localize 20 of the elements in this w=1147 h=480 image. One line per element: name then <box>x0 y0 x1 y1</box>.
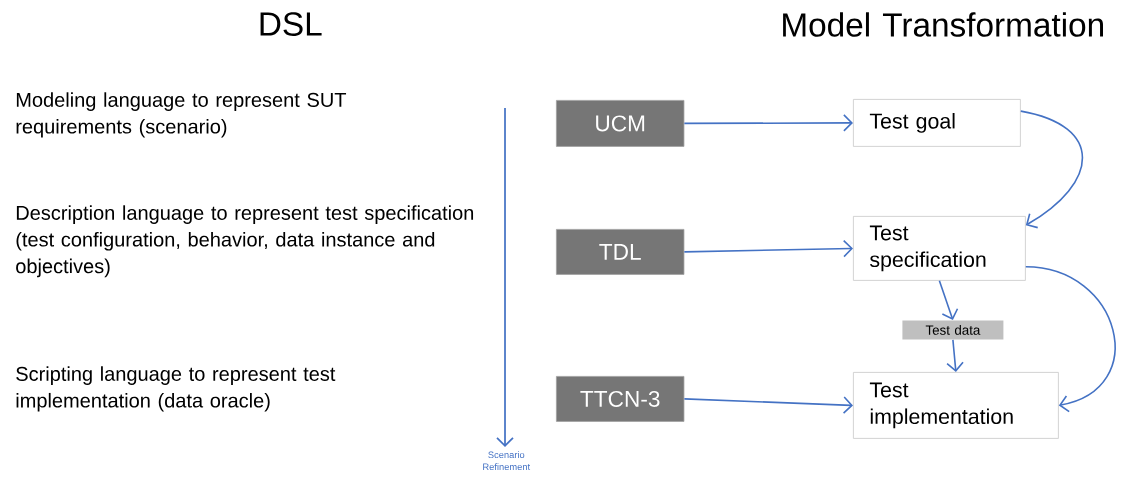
column-heading: Model Transformation <box>783 12 1103 37</box>
column-heading: DSL <box>260 12 322 36</box>
artifact-box: Test goal <box>853 99 1021 147</box>
language-box: UCM <box>556 100 685 147</box>
arrow <box>683 239 853 258</box>
arrow <box>946 339 964 372</box>
language-box: TTCN-3 <box>556 376 685 422</box>
axis-caption: Scenario Refinement <box>483 451 531 471</box>
artifact-box: Test specification <box>853 216 1026 281</box>
description-text: Modeling language to represent SUT requirements (scenario) <box>16 92 347 138</box>
arrow <box>1020 110 1084 229</box>
arrow <box>683 396 853 414</box>
arrow <box>1025 265 1116 413</box>
description-text: Description language to represent test specification (test configuration, behavior, data instance and objectives) <box>16 205 474 278</box>
arrow <box>938 280 959 320</box>
description-text: Scripting language to represent test implementation (data oracle) <box>16 366 336 412</box>
data-tag: Test data <box>902 320 1004 340</box>
language-box: TDL <box>556 229 685 275</box>
artifact-box: Test implementation <box>853 372 1059 439</box>
arrow <box>683 114 853 132</box>
